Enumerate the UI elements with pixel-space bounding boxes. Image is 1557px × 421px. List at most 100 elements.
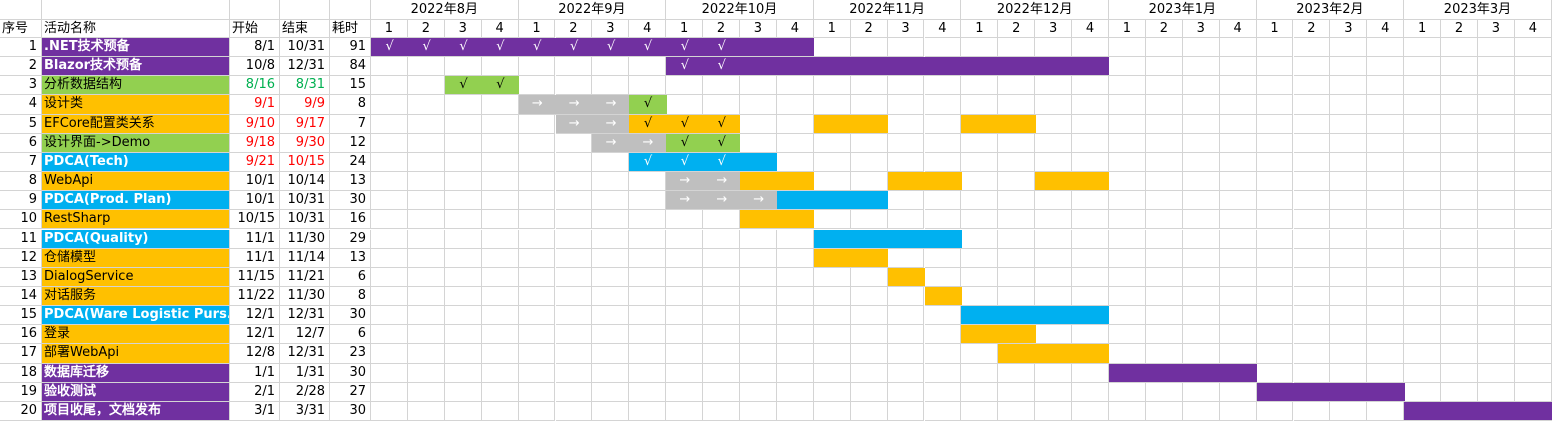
grid-cell[interactable]	[961, 210, 999, 230]
grid-cell[interactable]	[1035, 114, 1073, 134]
grid-cell[interactable]	[629, 172, 667, 192]
grid-cell[interactable]	[444, 152, 482, 173]
grid-cell[interactable]	[629, 191, 667, 211]
grid-cell[interactable]	[703, 306, 740, 326]
grid-cell[interactable]	[407, 95, 445, 115]
done-checkmark[interactable]: √	[703, 114, 741, 134]
grid-cell[interactable]	[1441, 306, 1478, 326]
grid-cell[interactable]	[1182, 286, 1220, 307]
grid-cell[interactable]	[998, 267, 1036, 287]
grid-cell[interactable]	[998, 76, 1036, 96]
grid-cell[interactable]	[1293, 344, 1331, 364]
grid-cell[interactable]	[1145, 152, 1183, 173]
grid-cell[interactable]	[1256, 248, 1294, 268]
grid-cell[interactable]	[1256, 172, 1294, 192]
gantt-bar-cell[interactable]	[1035, 57, 1073, 77]
grid-cell[interactable]	[887, 286, 925, 307]
gantt-bar-cell[interactable]	[887, 229, 925, 249]
grid-cell[interactable]	[961, 38, 999, 58]
grid-cell[interactable]	[776, 306, 814, 326]
grid-cell[interactable]	[998, 382, 1036, 402]
grid-cell[interactable]	[1478, 114, 1515, 134]
duration[interactable]: 30	[330, 363, 371, 383]
grid-cell[interactable]	[592, 248, 630, 268]
grid-cell[interactable]	[1330, 286, 1368, 307]
pending-arrow[interactable]: →	[666, 191, 704, 211]
grid-cell[interactable]	[1035, 191, 1073, 211]
grid-cell[interactable]	[1182, 248, 1220, 268]
month-header[interactable]: 2022年9月	[518, 0, 667, 20]
week-header[interactable]: 3	[1478, 20, 1515, 38]
grid-cell[interactable]	[555, 286, 593, 307]
grid-cell[interactable]	[1293, 210, 1331, 230]
grid-cell[interactable]	[776, 382, 814, 402]
grid-cell[interactable]	[1072, 133, 1109, 153]
duration[interactable]: 15	[330, 76, 371, 96]
grid-cell[interactable]	[481, 95, 519, 115]
grid-cell[interactable]	[887, 344, 925, 364]
week-header[interactable]: 3	[887, 20, 925, 38]
grid-cell[interactable]	[1219, 114, 1257, 134]
grid-cell[interactable]	[1514, 57, 1552, 77]
grid-cell[interactable]	[481, 401, 519, 421]
gantt-bar-cell[interactable]	[998, 114, 1036, 134]
grid-cell[interactable]	[407, 344, 445, 364]
grid-cell[interactable]	[1367, 191, 1405, 211]
grid-cell[interactable]	[998, 248, 1036, 268]
week-header[interactable]: 2	[998, 20, 1036, 38]
grid-cell[interactable]	[666, 229, 704, 249]
pending-arrow[interactable]: →	[629, 133, 667, 153]
grid-cell[interactable]	[555, 57, 593, 77]
grid-cell[interactable]	[1219, 248, 1257, 268]
start-date[interactable]: 12/1	[230, 325, 280, 345]
grid-cell[interactable]	[1256, 363, 1294, 383]
end-date[interactable]: 10/15	[280, 152, 330, 173]
pending-arrow[interactable]: →	[703, 191, 741, 211]
grid-cell[interactable]	[444, 344, 482, 364]
activity-name[interactable]: PDCA(Quality)	[42, 229, 230, 249]
grid-cell[interactable]	[444, 325, 482, 345]
grid-cell[interactable]	[444, 95, 482, 115]
duration[interactable]: 8	[330, 95, 371, 115]
week-header[interactable]: 4	[1367, 20, 1405, 38]
grid-cell[interactable]	[1367, 286, 1405, 307]
start-date[interactable]: 2/1	[230, 382, 280, 402]
grid-cell[interactable]	[444, 172, 482, 192]
week-header[interactable]: 1	[1109, 20, 1146, 38]
grid-cell[interactable]	[703, 325, 740, 345]
grid-cell[interactable]	[629, 401, 667, 421]
grid-cell[interactable]	[961, 229, 999, 249]
grid-cell[interactable]	[518, 363, 556, 383]
week-header[interactable]: 2	[1145, 20, 1183, 38]
gantt-bar-cell[interactable]	[1478, 401, 1516, 421]
activity-name[interactable]: 仓储模型	[42, 248, 230, 268]
grid-cell[interactable]	[998, 191, 1036, 211]
grid-cell[interactable]	[1072, 95, 1109, 115]
header-blank-cell[interactable]	[42, 0, 230, 20]
grid-cell[interactable]	[407, 363, 445, 383]
grid-cell[interactable]	[1441, 76, 1478, 96]
grid-cell[interactable]	[850, 363, 888, 383]
grid-cell[interactable]	[1256, 286, 1294, 307]
grid-cell[interactable]	[1478, 229, 1515, 249]
grid-cell[interactable]	[887, 76, 925, 96]
end-date[interactable]: 11/14	[280, 248, 330, 268]
grid-cell[interactable]	[371, 363, 408, 383]
gantt-bar-cell[interactable]	[1072, 344, 1110, 364]
pending-arrow[interactable]: →	[592, 114, 630, 134]
grid-cell[interactable]	[961, 133, 999, 153]
done-checkmark[interactable]: √	[703, 133, 741, 153]
grid-cell[interactable]	[1367, 152, 1405, 173]
start-date[interactable]: 9/10	[230, 114, 280, 134]
grid-cell[interactable]	[1404, 210, 1442, 230]
grid-cell[interactable]	[592, 267, 630, 287]
grid-cell[interactable]	[776, 325, 814, 345]
grid-cell[interactable]	[1182, 172, 1220, 192]
grid-cell[interactable]	[371, 286, 408, 307]
grid-cell[interactable]	[1072, 114, 1109, 134]
grid-cell[interactable]	[1367, 401, 1405, 421]
grid-cell[interactable]	[1441, 267, 1478, 287]
row-seq[interactable]: 4	[0, 95, 42, 115]
gantt-bar-cell[interactable]	[1293, 382, 1331, 402]
grid-cell[interactable]	[371, 344, 408, 364]
